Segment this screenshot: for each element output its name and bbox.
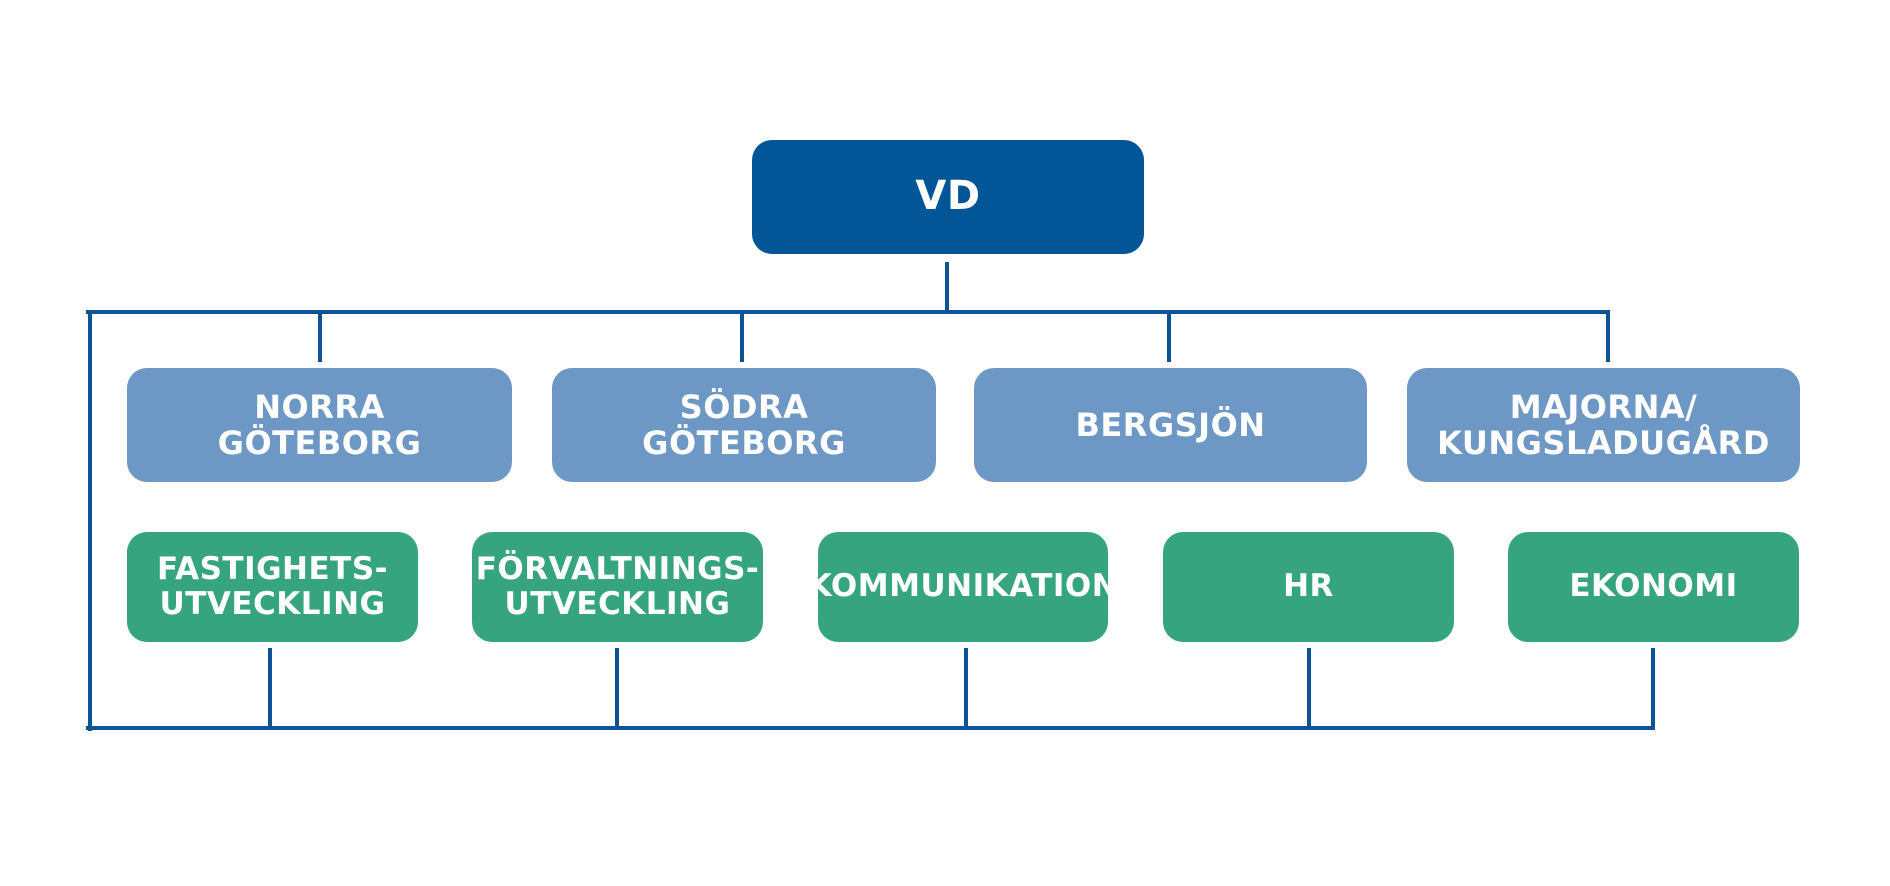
node-sodra-goteborg-line-1: SÖDRA — [679, 387, 809, 426]
node-ekonomi-line-1: EKONOMI — [1569, 568, 1738, 605]
node-majorna-kungsladugard-line-2: KUNGSLADUGÅRD — [1437, 424, 1770, 462]
node-norra-goteborg: NORRA GÖTEBORG — [127, 368, 512, 482]
node-majorna-kungsladugard: MAJORNA/ KUNGSLADUGÅRD — [1407, 368, 1800, 482]
node-bergsjon-line-1: BERGSJÖN — [1075, 405, 1266, 444]
node-fastighetsutveckling: FASTIGHETS- UTVECKLING — [127, 532, 418, 642]
node-bergsjon: BERGSJÖN — [974, 368, 1367, 482]
node-majorna-kungsladugard-line-1: MAJORNA/ — [1509, 387, 1698, 426]
node-forvaltningsutveckling-line-1: FÖRVALTNINGS- — [475, 550, 760, 587]
node-kommunikation-line-1: KOMMUNIKATION — [807, 568, 1119, 605]
node-norra-goteborg-line-1: NORRA — [254, 387, 385, 426]
node-forvaltningsutveckling: FÖRVALTNINGS- UTVECKLING — [472, 532, 763, 642]
node-fastighetsutveckling-line-1: FASTIGHETS- — [156, 550, 389, 587]
connector-group — [86, 262, 1655, 731]
node-norra-goteborg-line-2: GÖTEBORG — [217, 424, 422, 462]
node-sodra-goteborg-line-2: GÖTEBORG — [642, 424, 846, 462]
node-hr: HR — [1163, 532, 1454, 642]
node-sodra-goteborg: SÖDRA GÖTEBORG — [552, 368, 936, 482]
node-vd-label: VD — [915, 173, 981, 220]
node-vd: VD — [752, 140, 1144, 254]
node-hr-line-1: HR — [1283, 568, 1334, 605]
node-kommunikation: KOMMUNIKATION — [808, 532, 1118, 642]
node-ekonomi: EKONOMI — [1508, 532, 1799, 642]
node-forvaltningsutveckling-line-2: UTVECKLING — [504, 586, 731, 622]
node-fastighetsutveckling-line-2: UTVECKLING — [159, 586, 386, 622]
